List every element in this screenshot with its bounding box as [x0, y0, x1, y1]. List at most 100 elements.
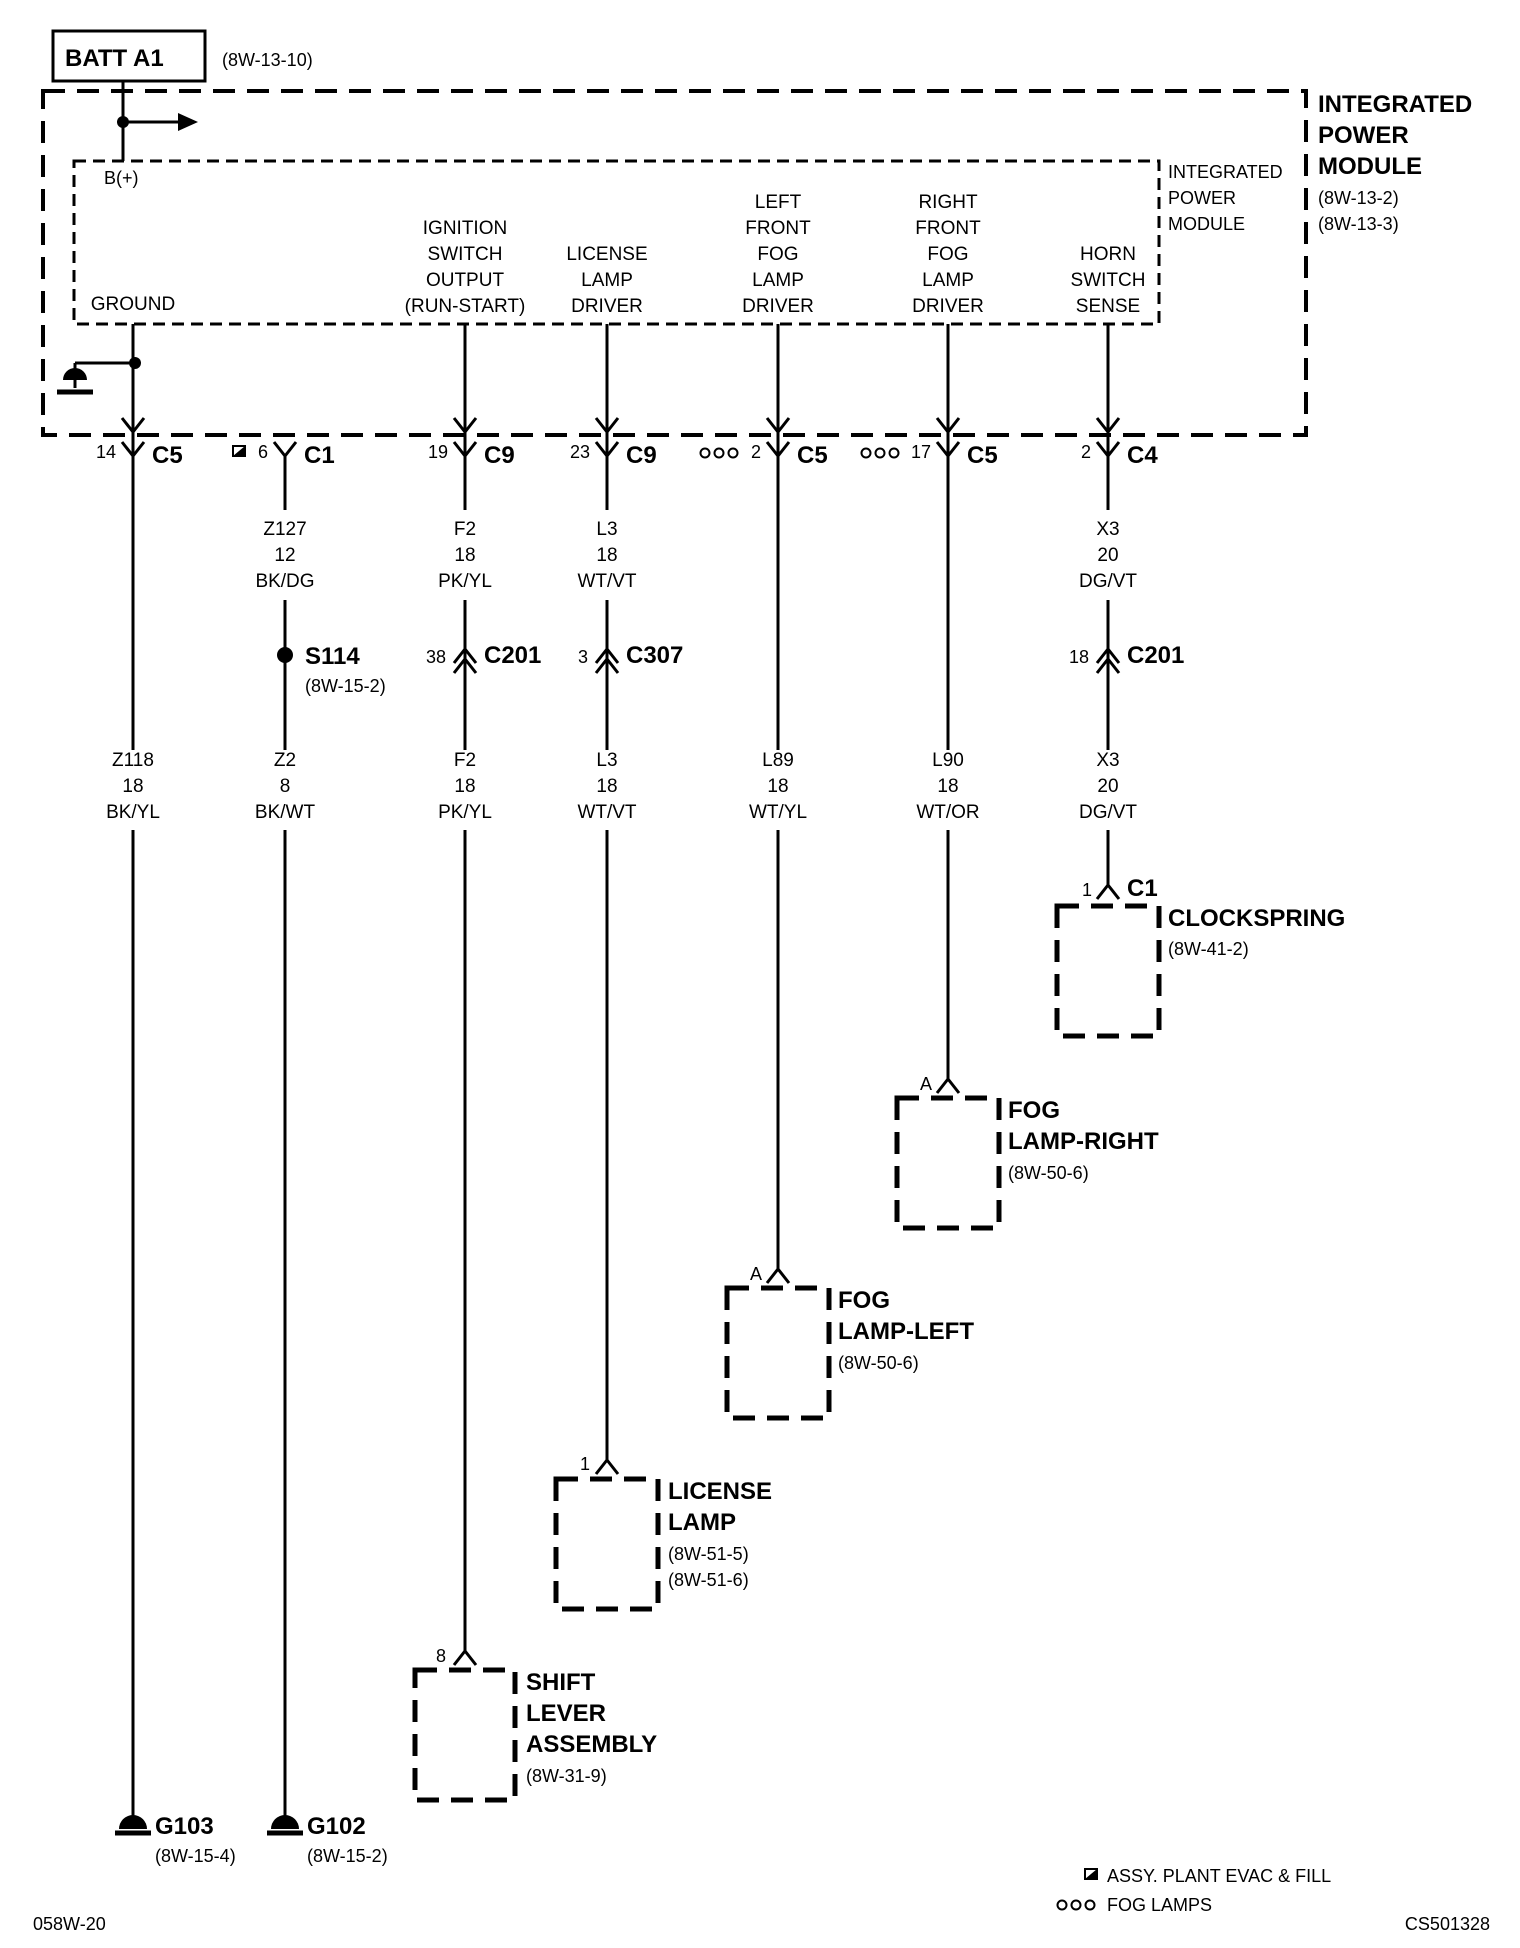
license-lamp-ref1: (8W-51-5)	[668, 1544, 749, 1564]
horn-inline-pin: 18	[1069, 647, 1089, 667]
g103-ref: (8W-15-4)	[155, 1846, 236, 1866]
ipm-outer-line2: POWER	[1318, 122, 1409, 149]
fog-option-dot-icon	[699, 447, 711, 459]
ipm-inner-line2: POWER	[1168, 188, 1236, 208]
clockspring-label: CLOCKSPRING	[1168, 905, 1345, 932]
horn-gauge2: 20	[1097, 776, 1118, 797]
lic-conn: C9	[626, 442, 657, 469]
c9-pin19-arrow	[452, 417, 478, 435]
legend-fog-label: FOG LAMPS	[1107, 1895, 1212, 1915]
evac-wire1-id: Z127	[263, 519, 306, 540]
lic-wire2-id: L3	[596, 750, 617, 771]
fog-lamp-left-line1: FOG	[838, 1287, 890, 1314]
fog-lamp-right-line1: FOG	[1008, 1097, 1060, 1124]
horn-name2: SWITCH	[1071, 270, 1146, 291]
bplus-label: B(+)	[104, 168, 139, 188]
horn-color2: DG/VT	[1079, 802, 1137, 823]
ign-gauge: 18	[454, 545, 475, 566]
ign-conn: C9	[484, 442, 515, 469]
ground-gauge: 18	[122, 776, 143, 797]
lfog-name5: DRIVER	[742, 296, 814, 317]
horn-name3: SENSE	[1076, 296, 1140, 317]
shift-lever-box	[412, 1667, 518, 1803]
rfog-name4: LAMP	[922, 270, 974, 291]
fog-option-dot-icon	[874, 447, 886, 459]
horn-inline-conn: C201	[1127, 642, 1184, 669]
shift-lever-line2: LEVER	[526, 1700, 606, 1727]
fog-lamp-left-connector	[765, 1266, 791, 1284]
lfog-name2: FRONT	[745, 218, 811, 239]
lfog-name1: LEFT	[755, 192, 802, 213]
c1-pin6-connector	[272, 441, 298, 459]
c201-pin18-connector-up	[1095, 646, 1121, 664]
lic-name2: LAMP	[581, 270, 633, 291]
shift-lever-connector	[452, 1648, 478, 1666]
rfog-name1: RIGHT	[918, 192, 978, 213]
ign-inline-pin: 38	[426, 647, 446, 667]
rfog-name2: FRONT	[915, 218, 981, 239]
horn-wire-id: X3	[1096, 519, 1119, 540]
license-lamp-line1: LICENSE	[668, 1478, 772, 1505]
legend-evac-icon-fill	[1085, 1869, 1097, 1879]
evac-square-fill	[233, 446, 245, 456]
evac-conn: C1	[304, 442, 335, 469]
ground-wire-id: Z118	[112, 750, 154, 771]
lic-color: WT/VT	[577, 571, 636, 592]
ipm-outer-ref2: (8W-13-3)	[1318, 214, 1399, 234]
ground-label-bg	[110, 750, 156, 830]
ground-conn: C5	[152, 442, 183, 469]
rfog-name3: FOG	[927, 244, 968, 265]
shift-lever-ref: (8W-31-9)	[526, 1766, 607, 1786]
ign-wire-id: F2	[454, 519, 476, 540]
license-lamp-box	[553, 1476, 661, 1612]
evac-color1: BK/DG	[255, 571, 314, 592]
c5-pin17-connector	[935, 441, 961, 459]
evac-pin: 6	[258, 442, 268, 462]
rfog-wire-id: L90	[932, 750, 964, 771]
clockspring-connector	[1095, 882, 1121, 900]
footer-right-code: CS501328	[1405, 1914, 1490, 1934]
c5-pin2-arrow	[765, 417, 791, 435]
fog-lamp-right-ref: (8W-50-6)	[1008, 1163, 1089, 1183]
s114-ref: (8W-15-2)	[305, 676, 386, 696]
g103-ground-icon	[119, 1815, 147, 1829]
fog-option-dot-icon	[888, 447, 900, 459]
rfog-pin: 17	[911, 442, 931, 462]
lic-gauge: 18	[596, 545, 617, 566]
ign-color: PK/YL	[438, 571, 492, 592]
shift-lever-pin: 8	[436, 1646, 446, 1666]
rfog-conn: C5	[967, 442, 998, 469]
clockspring-box	[1054, 903, 1162, 1039]
ipm-outer-box	[41, 89, 1308, 437]
ipm-inner-box	[72, 159, 1161, 326]
lfog-name4: LAMP	[752, 270, 804, 291]
ign-inline-conn: C201	[484, 642, 541, 669]
c307-pin3-connector-down	[594, 656, 620, 674]
rfog-color: WT/OR	[916, 802, 979, 823]
lic-inline-conn: C307	[626, 642, 683, 669]
fog-option-dot-icon	[860, 447, 872, 459]
c307-pin3-connector-up	[594, 646, 620, 664]
shift-lever-line3: ASSEMBLY	[526, 1731, 657, 1758]
ground-junction	[129, 357, 141, 369]
lfog-pin: 2	[751, 442, 761, 462]
license-lamp-ref2: (8W-51-6)	[668, 1570, 749, 1590]
clockspring-conn: C1	[1127, 875, 1158, 902]
ipm-outer-ref1: (8W-13-2)	[1318, 188, 1399, 208]
c5-pin14-arrow	[120, 417, 146, 435]
fog-option-dot-icon	[713, 447, 725, 459]
lfog-color: WT/YL	[749, 802, 807, 823]
fog-option-dot-icon	[727, 447, 739, 459]
ign-gauge2: 18	[454, 776, 475, 797]
horn-color: DG/VT	[1079, 571, 1137, 592]
lic-gauge2: 18	[596, 776, 617, 797]
g102-ground-icon	[271, 1815, 299, 1829]
fog-lamp-left-pin: A	[750, 1264, 762, 1284]
ign-name2: SWITCH	[428, 244, 503, 265]
fog-lamp-right-line2: LAMP-RIGHT	[1008, 1128, 1159, 1155]
g102-ref: (8W-15-2)	[307, 1846, 388, 1866]
ipm-inner-line1: INTEGRATED	[1168, 162, 1283, 182]
evac-gauge1: 12	[274, 545, 295, 566]
legend-fog-dot-icon	[1084, 1899, 1096, 1911]
ign-pin: 19	[428, 442, 448, 462]
